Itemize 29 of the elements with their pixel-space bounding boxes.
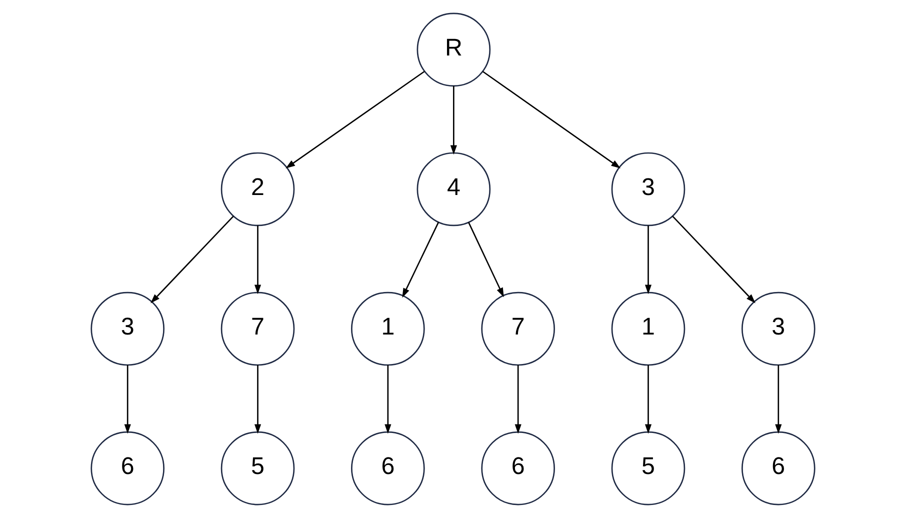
node-circle: 4	[416, 152, 490, 226]
node-circle: 7	[220, 292, 294, 366]
node-circle: 6	[90, 431, 164, 506]
arrow	[254, 225, 261, 294]
node-circle: 5	[610, 431, 685, 506]
node-circle: 1	[350, 292, 424, 366]
node-circle: 3	[90, 292, 164, 366]
arrow	[150, 216, 234, 304]
arrow	[672, 216, 755, 304]
arrow	[384, 365, 391, 434]
node-circle: 6	[741, 431, 815, 506]
arrow	[254, 365, 261, 434]
node-circle: 6	[350, 431, 424, 506]
node-circle: 6	[480, 431, 554, 506]
arrow	[124, 365, 130, 434]
arrow	[774, 365, 782, 434]
node-circle: 3	[741, 292, 815, 366]
node-circle: 1	[610, 292, 685, 366]
arrow	[450, 86, 456, 155]
arrow	[514, 365, 521, 434]
node-circle: 7	[480, 292, 554, 366]
arrow	[644, 225, 652, 294]
arrow	[285, 70, 424, 168]
arrow	[482, 70, 620, 168]
node-circle: R	[416, 12, 490, 87]
arrow	[402, 222, 439, 298]
arrow	[644, 365, 652, 434]
arrow	[468, 222, 504, 298]
node-circle: 5	[220, 431, 294, 506]
